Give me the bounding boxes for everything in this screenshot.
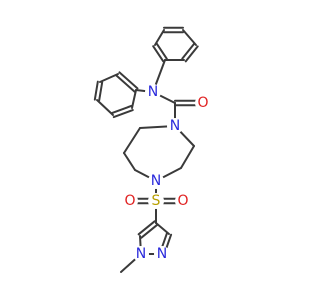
atom-label-n-amide: N xyxy=(148,84,158,100)
atom-label-o-s2: O xyxy=(177,193,188,209)
bond-pa4-pa5 xyxy=(182,29,197,46)
bond-pb3-pb4-b xyxy=(98,81,104,102)
atom-bg-o-s1 xyxy=(122,193,138,209)
atom-bg-o-carbonyl xyxy=(195,95,211,111)
bond-q4-q5-a xyxy=(137,220,156,236)
atom-label-s: S xyxy=(152,193,161,209)
bond-pb6-pb1 xyxy=(131,89,137,109)
bond-pb5-pb6-b xyxy=(111,104,133,114)
atom-bg-n-ring1 xyxy=(167,118,183,134)
bond-pa1-pa2-b xyxy=(152,45,165,63)
bond-pa5-pa6-a xyxy=(181,42,196,60)
bond-r3-r4 xyxy=(123,152,136,171)
bond-pb2-pb3 xyxy=(99,73,119,83)
atom-label-n-ring4: N xyxy=(151,173,161,189)
atom-label-o-carbonyl: O xyxy=(197,95,208,111)
atom-label-n-pyr1: N xyxy=(136,246,146,262)
bond-pb3-pb4-a xyxy=(93,80,99,101)
atom-bg-o-s2 xyxy=(175,193,191,209)
bond-q4-q5-b xyxy=(140,223,159,239)
bond-r2-r3 xyxy=(123,127,141,154)
bonds-layer xyxy=(93,26,204,273)
atom-bg-n-pyr2 xyxy=(154,246,170,262)
bond-pa2-pa3 xyxy=(154,29,165,46)
bond-pa1-pa2-a xyxy=(155,42,168,60)
atom-label-n-pyr2: N xyxy=(157,246,167,262)
atom-bg-s xyxy=(148,193,164,209)
bond-pb1-pb2-b xyxy=(115,74,136,93)
bond-pb4-pb5 xyxy=(96,99,114,116)
bond-r6-r7 xyxy=(180,145,195,169)
atom-label-o-s1: O xyxy=(124,193,135,209)
atom-bg-n-pyr1 xyxy=(133,246,149,262)
atom-bg-n-amide xyxy=(145,84,161,100)
atom-label-n-ring1: N xyxy=(170,118,180,134)
bond-pb5-pb6-a xyxy=(112,109,134,119)
bond-pa5-pa6-b xyxy=(184,45,199,63)
atom-bg-n-ring4 xyxy=(148,173,164,189)
bond-pb1-pb2-a xyxy=(118,71,139,90)
bond-q3-q4 xyxy=(155,222,170,235)
